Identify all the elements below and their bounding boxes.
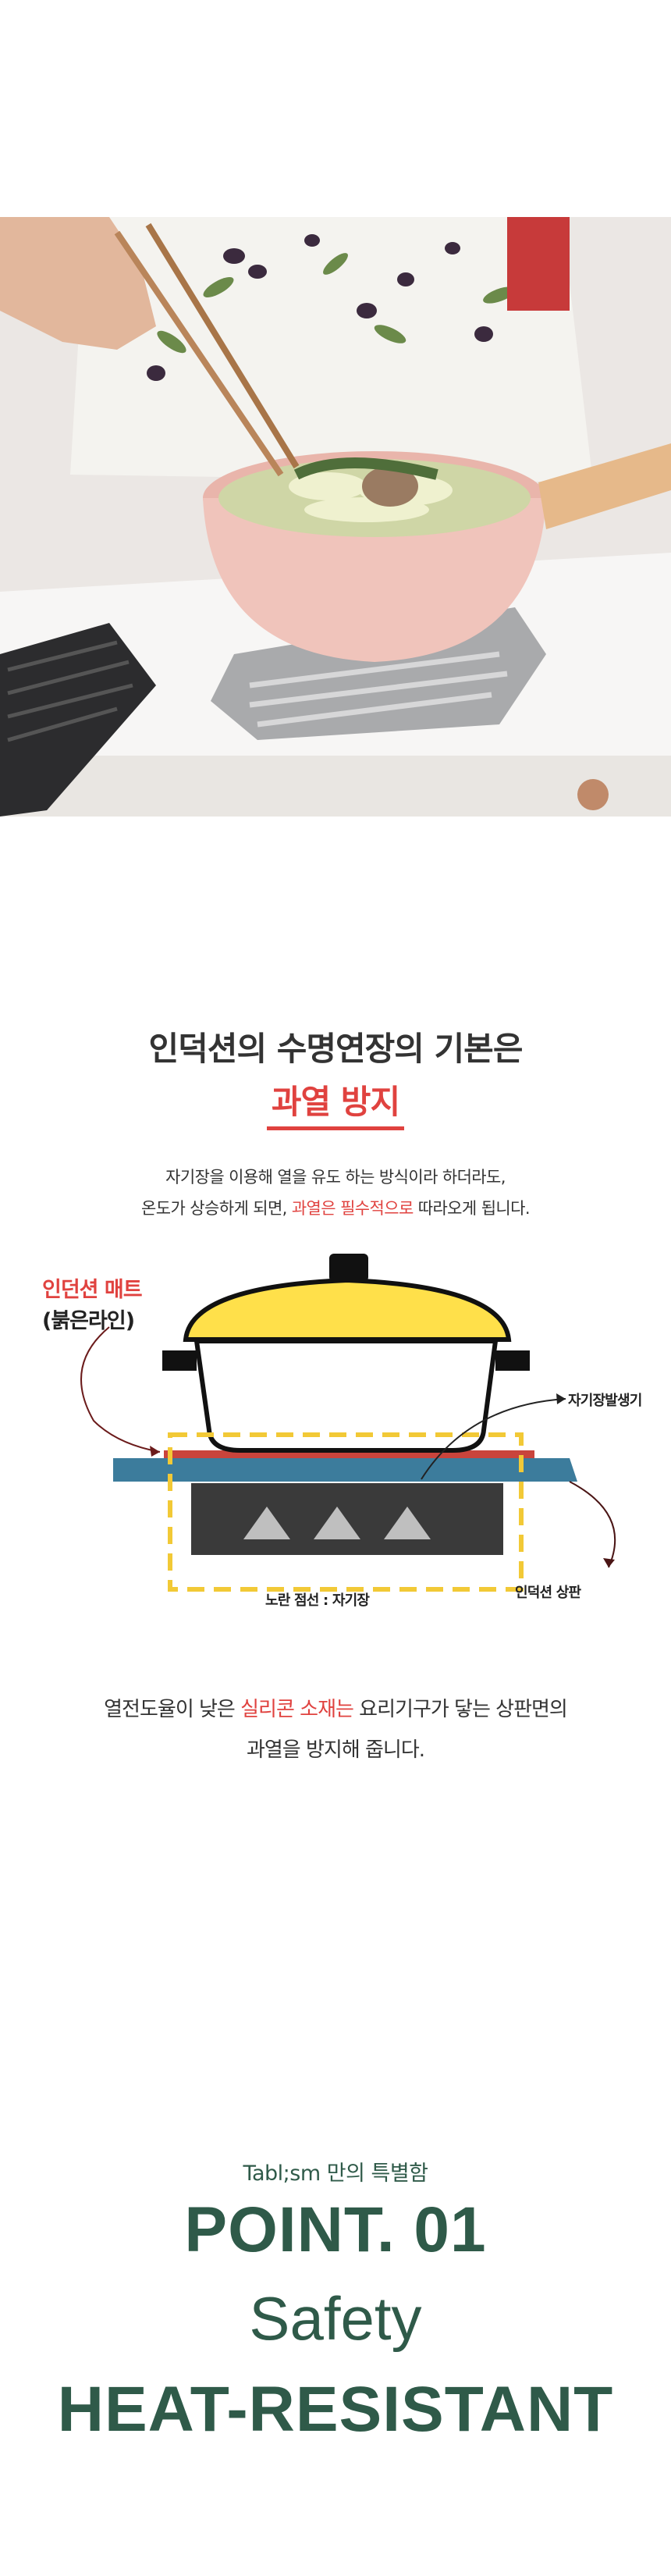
description-2-line-1: 열전도율이 낮은 실리콘 소재는 요리기구가 닿는 상판면의 [0, 1689, 671, 1730]
top-plate-label: 인덕션 상판 [515, 1585, 581, 1601]
coil-triangle-3 [384, 1507, 431, 1539]
headline-highlight-text: 과열 방지 [266, 1076, 405, 1130]
coil-triangle-2 [314, 1507, 360, 1539]
point-subtitle: Safety [249, 2284, 422, 2353]
point-kicker: Tabl;sm 만의 특별함 [243, 2161, 428, 2186]
magnetic-field-outline [168, 1432, 524, 1592]
pot-handle-right [495, 1350, 530, 1371]
coil-triangle-1 [243, 1507, 290, 1539]
description-line-1: 자기장을 이용해 열을 유도 하는 방식이라 하더라도, [165, 1168, 506, 1187]
description-2-end: 요리기구가 닿는 상판면의 [353, 1698, 568, 1721]
field-generator-label: 자기장발생기 [568, 1393, 642, 1409]
headline-highlight: 과열 방지 [0, 1076, 671, 1130]
description-2-line-2: 과열을 방지해 줍니다. [246, 1738, 425, 1762]
description: 자기장을 이용해 열을 유도 하는 방식이라 하더라도, 온도가 상승하게 되면… [0, 1162, 671, 1224]
headline: 인덕션의 수명연장의 기본은 [148, 1030, 524, 1068]
magnetic-field-legend: 노란 점선 : 자기장 [265, 1592, 370, 1609]
induction-diagram: 인던션 매트 (붉은라인) 자기장발생기 인덕션 상판 노란 점선 : 자기장 [31, 1249, 671, 1624]
point-title: POINT. 01 [184, 2194, 487, 2265]
silicone-mat-line [164, 1450, 534, 1458]
pot-body [193, 1339, 499, 1453]
mat-sublabel: (붉은라인) [42, 1309, 135, 1333]
description-line-2: 온도가 상승하게 되면, 과열은 필수적으로 따라오게 됩니다. [0, 1193, 671, 1224]
description-2: 열전도율이 낮은 실리콘 소재는 요리기구가 닿는 상판면의 과열을 방지해 줍… [0, 1689, 671, 1770]
photo-illustration [0, 217, 671, 817]
description-line-2-start: 온도가 상승하게 되면, [141, 1199, 292, 1218]
induction-diagram-drawing [80, 1254, 616, 1592]
field-pointer-arrow [421, 1398, 566, 1480]
product-photo [0, 217, 671, 817]
top-pointer-arrow [569, 1481, 616, 1568]
mat-pointer-arrow [80, 1326, 161, 1453]
description-2-highlight: 실리콘 소재는 [240, 1698, 354, 1721]
induction-top-plate [113, 1458, 577, 1482]
lid-knob [329, 1254, 368, 1282]
description-2-start: 열전도율이 낮은 [104, 1698, 241, 1721]
induction-base [191, 1483, 503, 1555]
description-line-2-end: 따라오게 됩니다. [413, 1199, 531, 1218]
pot-handle-left [162, 1350, 197, 1371]
point-feature: HEAT-RESISTANT [57, 2374, 614, 2445]
description-highlight: 과열은 필수적으로 [291, 1199, 414, 1218]
pot-lid [183, 1277, 512, 1342]
mat-label: 인던션 매트 [42, 1278, 143, 1302]
